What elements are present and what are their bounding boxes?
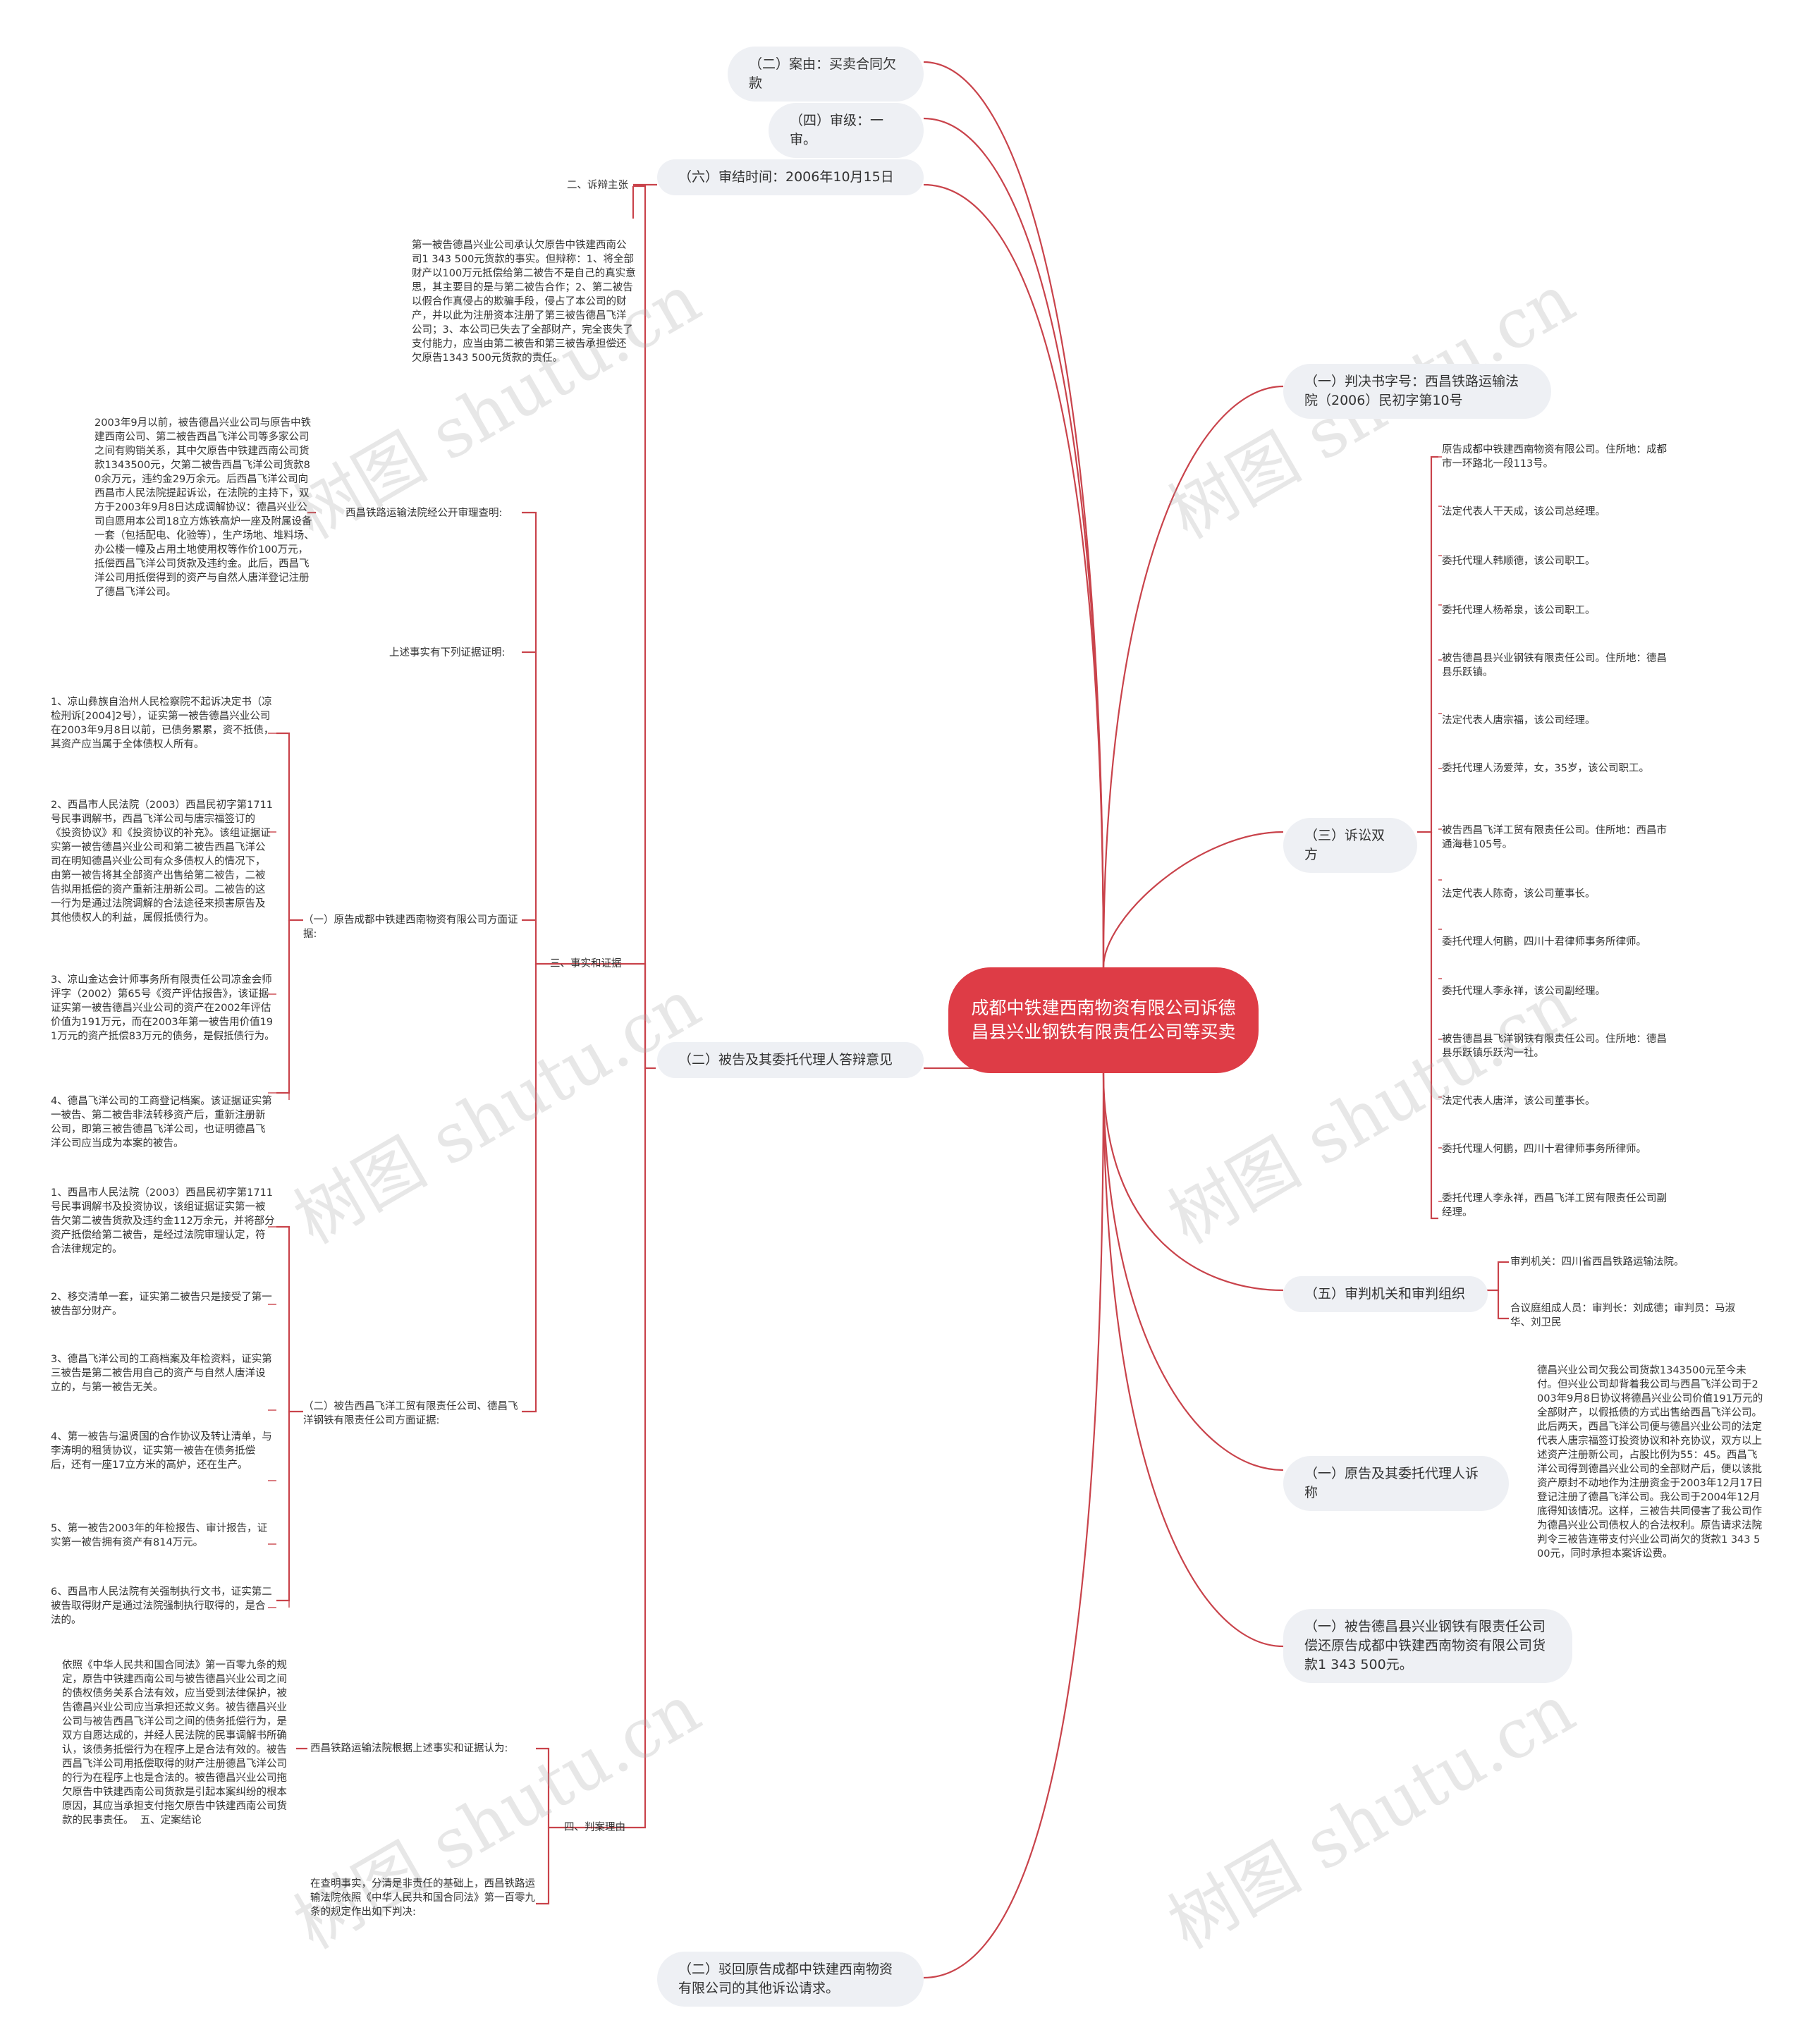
defendant-text: 第一被告德昌兴业公司承认欠原告中铁建西南公司1 343 500元货款的事实。但辩… (412, 240, 636, 364)
close-time-node[interactable]: （六）审结时间：2006年10月15日 (657, 159, 924, 195)
judgment-no-node[interactable]: （一）判决书字号：西昌铁路运输法院（2006）民初字第10号 (1283, 364, 1551, 419)
party-item: 法定代表人干天成，该公司总经理。 (1442, 506, 1605, 518)
plaintiff-evidence-item: 3、凉山金达会计师事务所有限责任公司凉金会师评字（2002）第65号《资产评估报… (51, 974, 275, 1042)
defendant-opinion-node[interactable]: （二）被告及其委托代理人答辩意见 (657, 1042, 924, 1078)
defendant-evidence-item: 6、西昌市人民法院有关强制执行文书，证实第二被告取得财产是通过法院强制执行取得的… (51, 1586, 272, 1626)
defense-label: 二、诉辩主张 (567, 180, 628, 191)
plaintiff-evidence-item: 4、德昌飞洋公司的工商登记档案。该证据证实第一被告、第二被告非法转移资产后，重新… (51, 1096, 272, 1149)
verdict-text: 在查明事实，分清是非责任的基础上，西昌铁路运输法院依照《中华人民共和国合同法》第… (310, 1878, 535, 1918)
party-item: 委托代理人韩顺德，该公司职工。 (1442, 556, 1596, 567)
parties-node[interactable]: （三）诉讼双方 (1283, 818, 1417, 873)
plaintiff-claim-text: 德昌兴业公司欠我公司货款1343500元至今未付。但兴业公司却背着我公司与西昌飞… (1537, 1365, 1763, 1560)
defendant-evidence-item: 1、西昌市人民法院（2003）西昌民初字第1711号民事调解书及投资协议，该组证… (51, 1187, 275, 1255)
party-item: 法定代表人唐宗福，该公司经理。 (1442, 715, 1596, 726)
party-item: 被告德昌县兴业钢铁有限责任公司。住所地：德昌县乐跃镇。 (1442, 653, 1667, 678)
court-found-text: 2003年9月以前，被告德昌兴业公司与原告中铁建西南公司、第二被告西昌飞洋公司等… (94, 417, 314, 598)
defendant-evidence-item: 5、第一被告2003年的年检报告、审计报告，证实第一被告拥有资产有814万元。 (51, 1523, 268, 1548)
party-item: 原告成都中铁建西南物资有限公司。住所地：成都市一环路北一段113号。 (1442, 444, 1667, 470)
party-item: 委托代理人何鹏，四川十君律师事务所律师。 (1442, 1144, 1646, 1155)
party-item: 委托代理人何鹏，四川十君律师事务所律师。 (1442, 936, 1646, 948)
party-item: 被告德昌县飞洋钢铁有限责任公司。住所地：德昌县乐跃镇乐跃沟一社。 (1442, 1034, 1667, 1059)
facts-label: 三、事实和证据 (550, 958, 622, 969)
party-item: 委托代理人李永祥，该公司副经理。 (1442, 986, 1605, 997)
evidence-label: 上述事实有下列证据证明: (389, 647, 506, 659)
defendant-evidence-item: 3、德昌飞洋公司的工商档案及年检资料，证实第三被告是第二被告用自己的资产与自然人… (51, 1354, 272, 1393)
court-held-text: 依照《中华人民共和国合同法》第一百零九条的规定，原告中铁建西南公司与被告德昌兴业… (62, 1660, 287, 1826)
party-item: 法定代表人陈奇，该公司董事长。 (1442, 888, 1596, 900)
trial-level-node[interactable]: （四）审级：一审。 (769, 103, 924, 158)
court-held-label: 西昌铁路运输法院根据上述事实和证据认为: (310, 1743, 508, 1754)
court-org-item: 合议庭组成人员：审判长：刘成德；审判员：马淑华、刘卫民 (1510, 1303, 1735, 1328)
root-topic[interactable]: 成都中铁建西南物资有限公司诉德昌县兴业钢铁有限责任公司等买卖 (948, 967, 1259, 1073)
plaintiff-evidence-item: 1、凉山彝族自治州人民检察院不起诉决定书（凉检刑诉[2004]2号），证实第一被… (51, 697, 274, 750)
defendant-evidence-label: （二）被告西昌飞洋工贸有限责任公司、德昌飞洋钢铁有限责任公司方面证据: (303, 1401, 518, 1426)
plaintiff-claim-node[interactable]: （一）原告及其委托代理人诉称 (1283, 1456, 1509, 1511)
defendant-evidence-item: 4、第一被告与温贤国的合作协议及转让清单，与李涛明的租赁协议，证实第一被告在债务… (51, 1431, 272, 1471)
plaintiff-evidence-label: （一）原告成都中铁建西南物资有限公司方面证据: (303, 914, 518, 940)
party-item: 委托代理人汤爱萍，女，35岁，该公司职工。 (1442, 763, 1649, 774)
party-item: 委托代理人杨希泉，该公司职工。 (1442, 605, 1596, 616)
case-cause-node[interactable]: （二）案由：买卖合同欠款 (728, 47, 924, 102)
party-item: 委托代理人李永祥，西昌飞洋工贸有限责任公司副经理。 (1442, 1193, 1667, 1218)
court-found-label: 西昌铁路运输法院经公开审理查明: (345, 508, 503, 519)
plaintiff-evidence-item: 2、西昌市人民法院（2003）西昌民初字第1711号民事调解书，西昌飞洋公司与唐… (51, 800, 274, 924)
party-item: 法定代表人唐洋，该公司董事长。 (1442, 1096, 1596, 1107)
reason-label: 四、判案理由 (564, 1822, 625, 1833)
verdict-one-node[interactable]: （一）被告德昌县兴业钢铁有限责任公司偿还原告成都中铁建西南物资有限公司货款1 3… (1283, 1609, 1572, 1683)
defendant-evidence-item: 2、移交清单一套，证实第二被告只是接受了第一被告部分财产。 (51, 1292, 272, 1317)
court-org-node[interactable]: （五）审判机关和审判组织 (1283, 1276, 1488, 1312)
dismiss-node[interactable]: （二）驳回原告成都中铁建西南物资有限公司的其他诉讼请求。 (657, 1952, 924, 2007)
party-item: 被告西昌飞洋工贸有限责任公司。住所地：西昌市通海巷105号。 (1442, 825, 1667, 850)
court-org-item: 审判机关：四川省西昌铁路运输法院。 (1510, 1256, 1684, 1268)
